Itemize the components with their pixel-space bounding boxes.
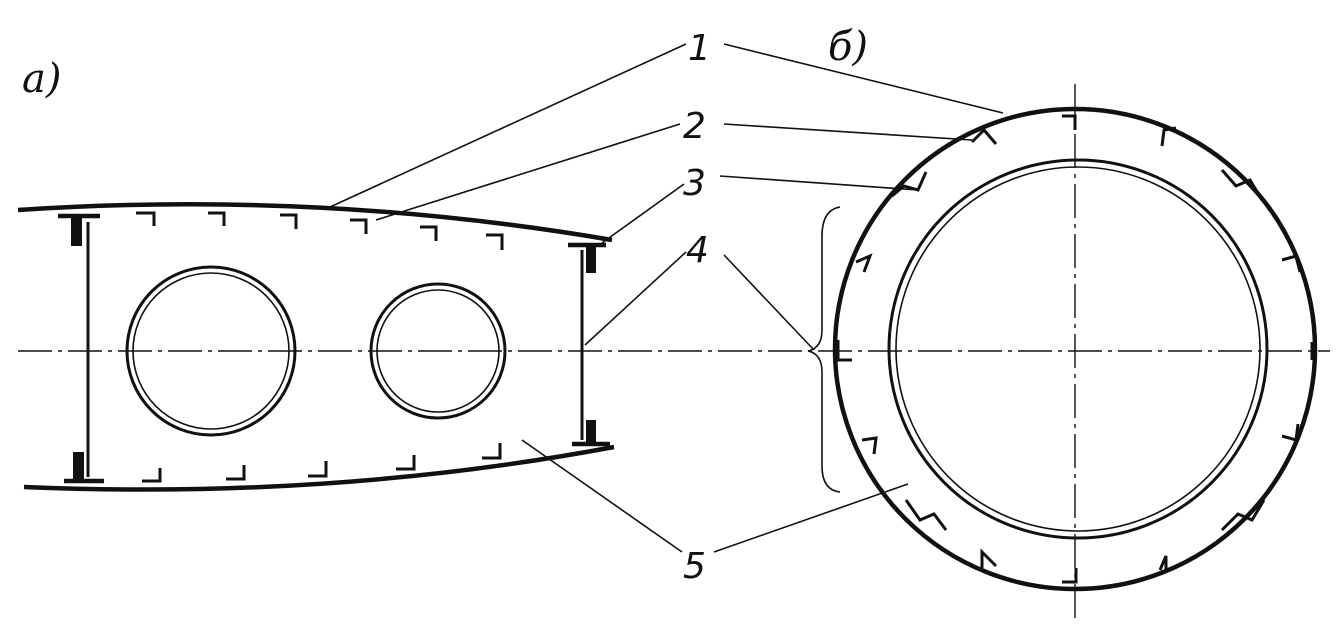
- brace: [807, 206, 841, 493]
- view-a-label: а): [22, 56, 61, 102]
- inner-frame-inner: [895, 166, 1261, 532]
- callout-4: 4: [686, 230, 709, 271]
- callout-2: 2: [683, 106, 706, 147]
- view-b-section: [832, 84, 1318, 622]
- lower-stringers: [142, 443, 502, 483]
- upper-stringers: [136, 211, 504, 250]
- ring-stringers: [836, 114, 1314, 584]
- view-b-label: б): [828, 24, 868, 70]
- view-a-section: [17, 202, 1330, 492]
- inner-frame-outer: [887, 158, 1269, 540]
- outer-skin: [832, 106, 1318, 592]
- callout-1: 1: [688, 28, 711, 69]
- front-spar: [58, 213, 104, 484]
- lower-skin: [23, 444, 615, 492]
- rear-spar: [568, 242, 610, 447]
- callout-5: 5: [683, 546, 706, 587]
- upper-skin: [17, 202, 613, 243]
- callout-3: 3: [683, 163, 706, 204]
- large-opening: [125, 265, 297, 437]
- small-opening: [369, 282, 507, 420]
- leader-lines: [329, 43, 1004, 553]
